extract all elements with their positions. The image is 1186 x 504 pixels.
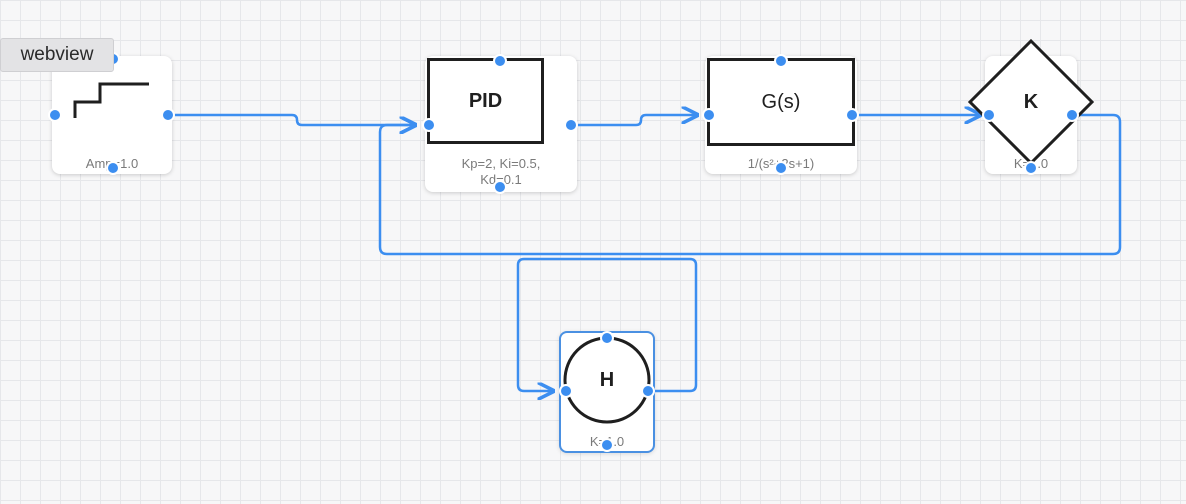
pid-box: PID — [427, 58, 544, 144]
plant-port-left[interactable] — [702, 108, 716, 122]
gain-title: K — [1023, 90, 1039, 113]
pid-port-left[interactable] — [422, 118, 436, 132]
pid-title: PID — [468, 89, 503, 112]
gain-port-right[interactable] — [1065, 108, 1079, 122]
step-port-right[interactable] — [161, 108, 175, 122]
gain-port-bottom[interactable] — [1024, 161, 1038, 175]
plant-port-bottom[interactable] — [774, 161, 788, 175]
feedback-port-left[interactable] — [559, 384, 573, 398]
feedback-title-wrap: H — [577, 364, 637, 396]
wire-step-to-pid[interactable] — [168, 113, 415, 125]
plant-port-right[interactable] — [845, 108, 859, 122]
feedback-port-bottom[interactable] — [600, 438, 614, 452]
gain-port-left[interactable] — [982, 108, 996, 122]
step-signal-icon — [73, 82, 149, 118]
wire-pid-to-plant[interactable] — [571, 115, 697, 127]
pid-block[interactable]: PID Kp=2, Ki=0.5, Kd=0.1 — [425, 56, 577, 192]
plant-title: G(s) — [761, 90, 801, 113]
webview-tooltip: webview — [0, 38, 114, 72]
gain-title-wrap: K — [1001, 86, 1061, 118]
pid-port-right[interactable] — [564, 118, 578, 132]
webview-tooltip-text: webview — [20, 44, 94, 65]
step-block[interactable]: Amp=1.0 — [52, 56, 172, 174]
plant-block[interactable]: G(s) 1/(s²+2s+1) — [705, 56, 857, 174]
feedback-port-right[interactable] — [641, 384, 655, 398]
pid-port-bottom[interactable] — [493, 180, 507, 194]
feedback-port-top[interactable] — [600, 331, 614, 345]
step-port-left[interactable] — [48, 108, 62, 122]
plant-box: G(s) — [707, 58, 855, 146]
feedback-title: H — [599, 368, 615, 391]
step-port-bottom[interactable] — [106, 161, 120, 175]
pid-port-top[interactable] — [493, 54, 507, 68]
plant-port-top[interactable] — [774, 54, 788, 68]
